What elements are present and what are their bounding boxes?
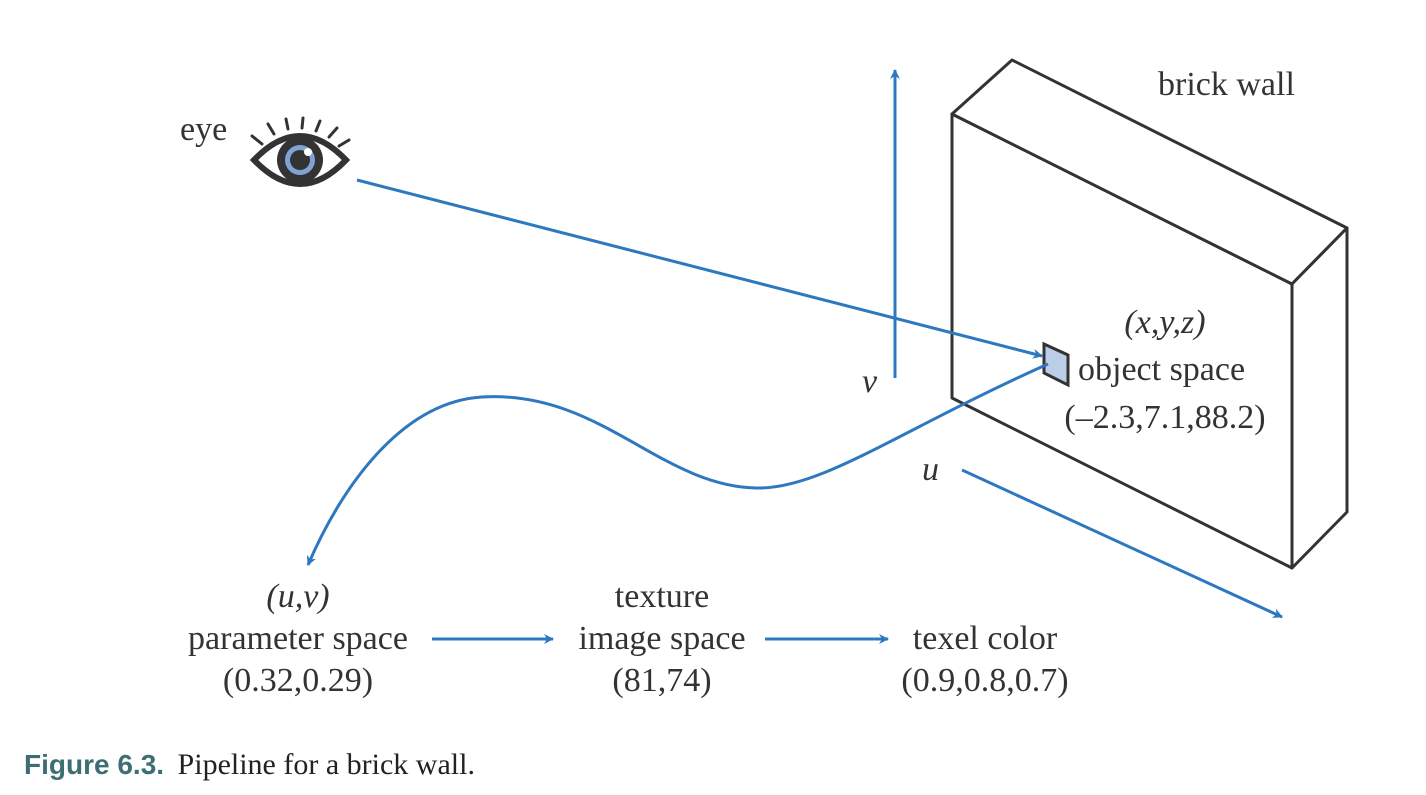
- figure-caption: Figure 6.3. Pipeline for a brick wall.: [24, 748, 475, 782]
- texel-color-value: (0.9,0.8,0.7): [901, 662, 1068, 699]
- eye-ray-arrow: [356, 178, 1043, 359]
- param-space-label: parameter space: [188, 620, 408, 657]
- object-space-value: (–2.3,7.1,88.2): [1064, 399, 1265, 436]
- u-axis-arrow: [961, 468, 1283, 619]
- texel-color-label: texel color: [913, 620, 1058, 657]
- object-space-patch: [1042, 341, 1070, 388]
- v-axis-label: v: [862, 363, 878, 400]
- brick-wall-label: brick wall: [1158, 66, 1295, 103]
- eye-icon: [249, 116, 351, 187]
- image-space-value: (81,74): [612, 662, 711, 699]
- param-coords: (u,v): [266, 578, 329, 615]
- u-axis-label: u: [922, 451, 939, 488]
- param-space-value: (0.32,0.29): [223, 662, 373, 699]
- caption-text: Pipeline for a brick wall.: [177, 748, 475, 781]
- eye-label: eye: [180, 111, 227, 148]
- brick-wall-box: [950, 58, 1349, 570]
- object-coords: (x,y,z): [1124, 304, 1205, 341]
- projector-curve-arrow: [306, 362, 1049, 566]
- texture-label: texture: [615, 578, 709, 615]
- object-space-label: object space: [1078, 351, 1245, 388]
- figure-number: Figure 6.3.: [24, 749, 165, 780]
- image-space-label: image space: [578, 620, 745, 657]
